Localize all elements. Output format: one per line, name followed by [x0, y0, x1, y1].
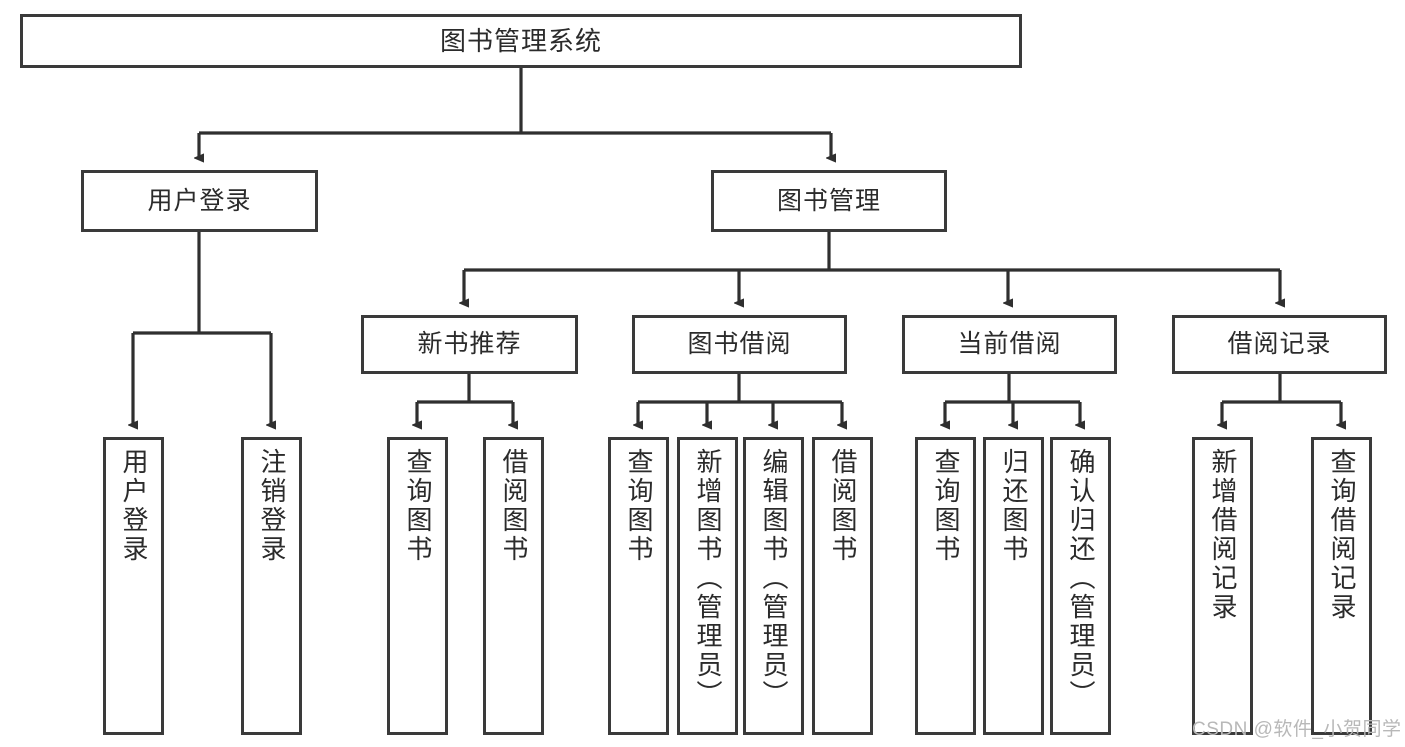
- leaf-user-login-signout[interactable]: 注销登录: [241, 437, 302, 735]
- leaf-record-query-borrow-record[interactable]: 查询借阅记录: [1311, 437, 1372, 735]
- node-label: 借阅图书: [499, 448, 530, 564]
- leaf-current-confirm-return-admin[interactable]: 确认归还（管理员）: [1050, 437, 1111, 735]
- node-borrow-record[interactable]: 借阅记录: [1172, 315, 1387, 374]
- node-current-borrow[interactable]: 当前借阅: [902, 315, 1117, 374]
- node-label: 编辑图书（管理员）: [759, 448, 790, 709]
- node-label: 查询图书: [931, 448, 962, 564]
- node-label: 用户登录: [119, 448, 150, 564]
- node-label: 新增图书（管理员）: [693, 448, 724, 709]
- leaf-borrow-edit-book-admin[interactable]: 编辑图书（管理员）: [743, 437, 804, 735]
- leaf-borrow-add-book-admin[interactable]: 新增图书（管理员）: [677, 437, 738, 735]
- leaf-recommend-borrow-book[interactable]: 借阅图书: [483, 437, 544, 735]
- node-label: 借阅图书: [828, 448, 859, 564]
- node-label: 注销登录: [257, 448, 288, 564]
- watermark-text: CSDN @软件_小贺同学: [1192, 719, 1402, 740]
- node-label: 新书推荐: [417, 330, 522, 358]
- node-label: 查询借阅记录: [1327, 448, 1358, 622]
- node-root-library-management-system[interactable]: 图书管理系统: [20, 14, 1022, 68]
- leaf-current-query-book[interactable]: 查询图书: [915, 437, 976, 735]
- leaf-user-login-signin[interactable]: 用户登录: [103, 437, 164, 735]
- node-label: 确认归还（管理员）: [1066, 448, 1097, 709]
- node-label: 当前借阅: [957, 330, 1062, 358]
- leaf-current-return-book[interactable]: 归还图书: [983, 437, 1044, 735]
- node-label: 图书管理: [776, 186, 881, 215]
- node-label: 新增借阅记录: [1208, 448, 1239, 622]
- node-new-book-recommend[interactable]: 新书推荐: [361, 315, 578, 374]
- node-book-borrow[interactable]: 图书借阅: [632, 315, 847, 374]
- node-label: 归还图书: [999, 448, 1030, 564]
- leaf-record-add-borrow-record[interactable]: 新增借阅记录: [1192, 437, 1253, 735]
- leaf-recommend-query-book[interactable]: 查询图书: [387, 437, 448, 735]
- node-label: 借阅记录: [1227, 330, 1332, 358]
- node-user-login[interactable]: 用户登录: [81, 170, 318, 232]
- node-label: 查询图书: [403, 448, 434, 564]
- node-label: 图书借阅: [687, 330, 792, 358]
- node-label: 查询图书: [624, 448, 655, 564]
- node-book-management[interactable]: 图书管理: [711, 170, 947, 232]
- leaf-borrow-query-book[interactable]: 查询图书: [608, 437, 669, 735]
- node-label: 用户登录: [147, 186, 252, 215]
- node-label: 图书管理系统: [439, 25, 602, 56]
- leaf-borrow-borrow-book[interactable]: 借阅图书: [812, 437, 873, 735]
